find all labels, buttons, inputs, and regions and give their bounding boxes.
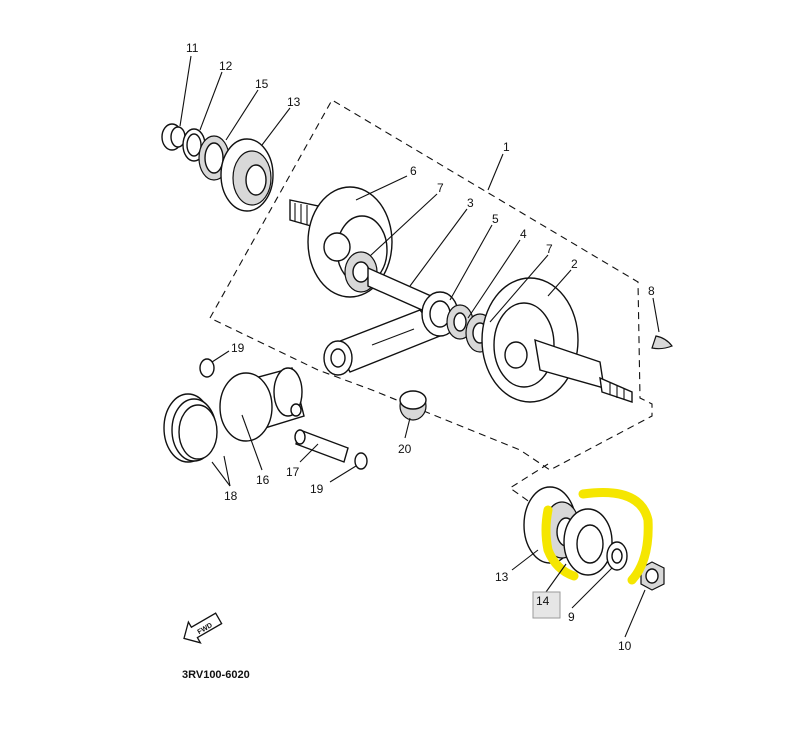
callout-8: 8	[648, 284, 655, 298]
callout-18: 18	[224, 489, 238, 503]
callout-3: 3	[467, 196, 474, 210]
woodruff-key-8	[651, 335, 673, 350]
callout-6: 6	[410, 164, 417, 178]
oil-seal-14	[563, 508, 613, 576]
connecting-rod	[323, 291, 459, 376]
crank-web-right-2	[481, 277, 633, 403]
callout-7-right: 7	[546, 242, 553, 256]
highlight-marker	[541, 487, 653, 585]
piston-16	[219, 367, 305, 442]
callout-19-bottom: 19	[310, 482, 324, 496]
callout-15: 15	[255, 77, 269, 91]
callout-17: 17	[286, 465, 300, 479]
small-end-bearing-20	[399, 390, 427, 421]
callout-7-left: 7	[437, 181, 444, 195]
callout-19-top: 19	[231, 341, 245, 355]
callout-9: 9	[568, 610, 575, 624]
callout-2: 2	[571, 257, 578, 271]
callout-13-bottom: 13	[495, 570, 509, 584]
crankshaft-assembly-boundary	[209, 99, 653, 471]
circlip-19-bottom	[354, 452, 368, 470]
diagram-code: 3RV100-6020	[182, 669, 250, 681]
leader-lines	[179, 55, 660, 638]
callout-12: 12	[219, 59, 233, 73]
piston-pin-17	[294, 429, 349, 463]
callout-20: 20	[398, 442, 412, 456]
callout-14-box	[532, 591, 561, 619]
callout-14: 14	[536, 594, 550, 608]
circlip-19-top	[199, 358, 215, 378]
washer-9	[606, 541, 628, 571]
callout-16: 16	[256, 473, 270, 487]
fwd-arrow-icon: FWD	[183, 612, 223, 644]
nut-10	[640, 561, 665, 591]
bearing-13-top	[220, 138, 274, 212]
callout-4: 4	[520, 227, 527, 241]
callout-10: 10	[618, 639, 632, 653]
piston-rings-18	[163, 393, 218, 463]
oil-seal-11	[161, 123, 186, 151]
callout-13-top: 13	[287, 95, 301, 109]
callout-5: 5	[492, 212, 499, 226]
callout-11: 11	[186, 41, 199, 55]
callout-1: 1	[503, 140, 510, 154]
